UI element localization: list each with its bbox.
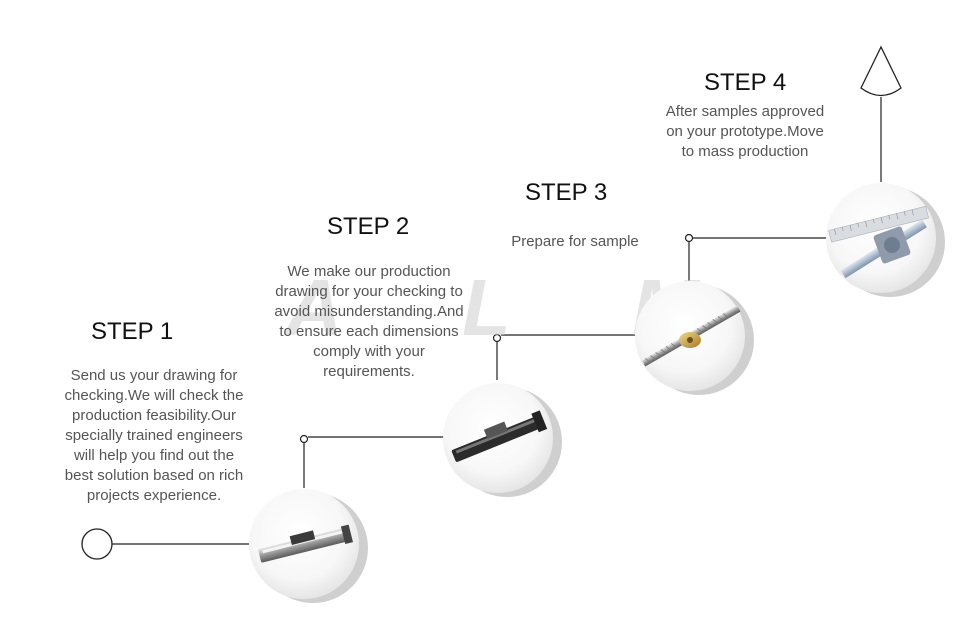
connector-node (299, 434, 309, 444)
watermark-letter: L (462, 263, 511, 352)
step-1-title: STEP 1 (91, 318, 174, 345)
watermark-letter: A (285, 263, 343, 352)
step-1-description: Send us your drawing for checking.We wil… (64, 367, 244, 504)
step-2-title: STEP 2 (327, 213, 410, 240)
step-2-description: We make our production drawing for your … (274, 263, 464, 380)
connector-node (684, 233, 694, 243)
step-3-description: Prepare for sample (511, 233, 639, 250)
ball-screw-photo (826, 183, 945, 297)
linear-actuator-photo (443, 383, 562, 497)
linear-module-photo (249, 489, 368, 603)
step-3-title: STEP 3 (525, 179, 608, 206)
step-4-description: After samples approved on your prototype… (665, 103, 825, 160)
step-4-title: STEP 4 (704, 69, 787, 96)
up-arrow-icon (860, 45, 902, 97)
lead-screw-photo (635, 281, 754, 395)
connector-node (492, 333, 502, 343)
